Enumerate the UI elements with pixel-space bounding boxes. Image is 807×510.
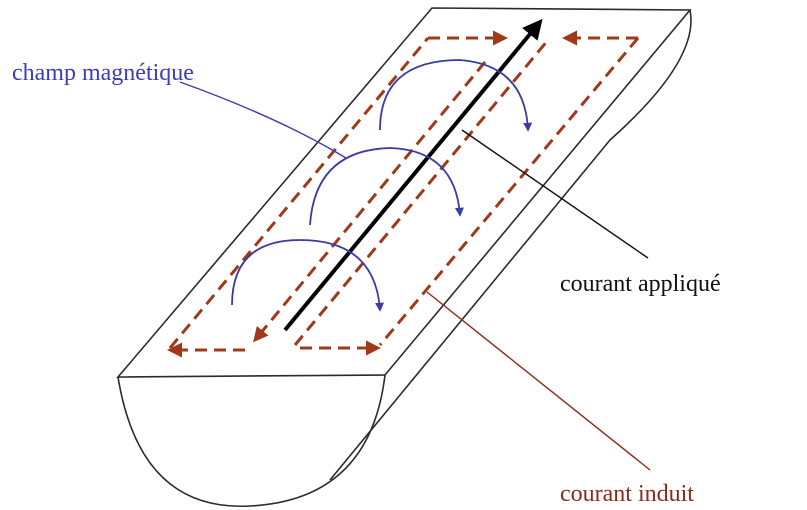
induced-current-leader <box>426 291 651 471</box>
conductor-back-curve <box>609 9 692 141</box>
applied-current-leader <box>461 129 649 259</box>
conductor-front-half-disc <box>117 374 386 507</box>
conductor-top-face <box>116 7 692 378</box>
field-loop-top <box>379 59 533 132</box>
induced-loop-mid-left <box>253 61 487 343</box>
induced-loop-left-side <box>168 37 430 349</box>
induced-loop-mid-right <box>293 39 550 346</box>
magnetic-field-loops <box>231 59 533 312</box>
applied-current-label: courant appliqué <box>560 271 721 297</box>
applied-current-arrow <box>283 18 543 332</box>
conductor-side-edge <box>329 139 611 481</box>
magnetic-field-leader <box>179 81 347 159</box>
induced-current-loops <box>167 30 640 358</box>
conductor-body <box>116 7 692 507</box>
field-loop-bottom <box>231 239 384 312</box>
induced-current-label: courant induit <box>560 481 694 507</box>
induced-loop-right-side <box>378 37 640 346</box>
field-loop-middle <box>309 147 464 226</box>
magnetic-field-label: champ magnétique <box>12 60 194 86</box>
